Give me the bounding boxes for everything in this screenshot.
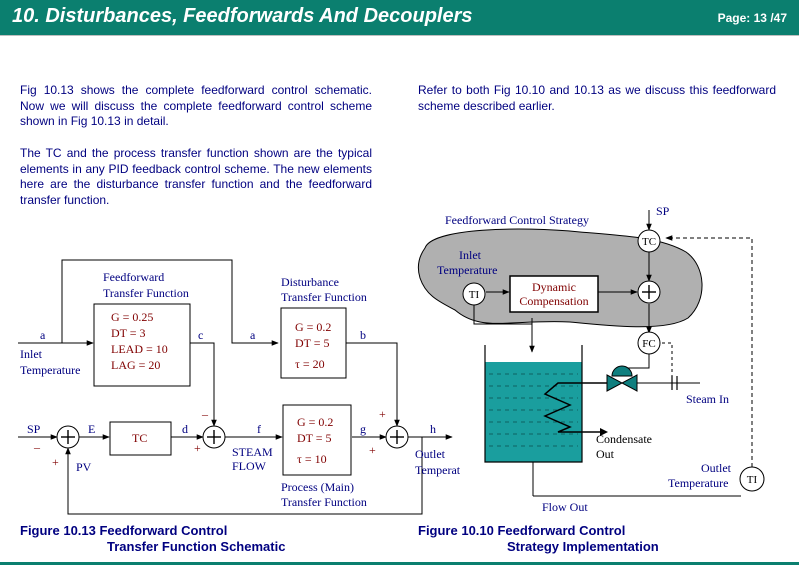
paragraph-2: The TC and the process transfer function… — [20, 146, 372, 207]
outlet-temp-1: Outlet — [701, 461, 732, 475]
sign-sum1-plus: + — [52, 455, 59, 469]
ff-param-2: DT = 3 — [111, 326, 146, 340]
fc-measure-dash — [662, 342, 673, 383]
dist-param-2: DT = 5 — [295, 336, 330, 350]
proc-param-1: G = 0.2 — [297, 415, 333, 429]
pv-label: PV — [76, 460, 92, 474]
tc-instrument-label: TC — [642, 236, 656, 248]
tank-liquid — [485, 362, 582, 462]
ff-param-4: LAG = 20 — [111, 358, 160, 372]
proc-title-2: Transfer Function — [281, 495, 367, 509]
fig-10-13-caption-2: Transfer Function Schematic — [107, 539, 286, 554]
tc-block-label: TC — [132, 431, 147, 445]
wire-inlet-branch — [61, 259, 279, 346]
steam-coil — [543, 382, 608, 433]
signal-d: d — [182, 422, 188, 436]
sp-label: SP — [27, 422, 41, 436]
proc-param-3: τ = 10 — [297, 452, 327, 466]
footer-bar — [0, 562, 799, 565]
paragraph-1: Fig 10.13 shows the complete feedforward… — [20, 83, 372, 128]
signal-h: h — [430, 422, 436, 436]
dist-param-3: τ = 20 — [295, 357, 325, 371]
tc-block — [109, 421, 172, 456]
sign-sum3-plus-bottom: + — [369, 443, 376, 457]
ff-param-1: G = 0.25 — [111, 310, 153, 324]
signal-f: f — [257, 422, 261, 436]
fig-10-10-diagram: Feedforward Control Strategy SP Inlet Te… — [417, 204, 765, 514]
fig-10-13-schematic: Feedforward Transfer Function Disturbanc… — [18, 259, 460, 515]
dist-block — [280, 307, 347, 379]
condensate-2: Out — [596, 447, 615, 461]
dyn-comp-block — [509, 275, 599, 313]
sum-junction-3 — [385, 425, 409, 449]
fc-instrument-label: FC — [642, 338, 655, 350]
signal-a1: a — [40, 328, 46, 342]
paragraph-3: Refer to both Fig 10.10 and 10.13 as we … — [418, 83, 776, 113]
steam-label-1: STEAM — [232, 445, 273, 459]
dist-title-1: Disturbance — [281, 275, 339, 289]
fc-instrument — [637, 331, 661, 355]
sum-junction-2 — [202, 425, 226, 449]
fig-10-10-caption-1: Figure 10.10 Feedforward Control — [418, 523, 626, 538]
header-divider — [0, 35, 799, 36]
fig-10-10-caption-2: Strategy Implementation — [507, 539, 659, 554]
dist-title-2: Transfer Function — [281, 290, 367, 304]
steam-in-label: Steam In — [686, 392, 729, 406]
outlet-temp-2: Temperature — [668, 476, 728, 490]
dyn-comp-2: Compensation — [519, 294, 588, 308]
page-number: Page: 13 /47 — [717, 11, 787, 25]
signal-b: b — [360, 328, 366, 342]
outlet-label-2: Temperature — [415, 463, 460, 477]
dyn-comp-1: Dynamic — [532, 280, 576, 294]
sign-sum3-plus-top: + — [379, 407, 386, 421]
sum-junction-ff — [637, 280, 661, 304]
sign-sum2-plus: + — [194, 441, 201, 455]
outlet-label-1: Outlet — [415, 447, 446, 461]
proc-title-1: Process (Main) — [281, 480, 354, 494]
sp-label-2: SP — [656, 204, 670, 218]
outlet-ti-instrument — [739, 466, 765, 492]
dist-param-1: G = 0.2 — [295, 320, 331, 334]
signal-e: E — [88, 422, 95, 436]
outlet-ti-label: TI — [747, 474, 758, 486]
ff-title-1: Feedforward — [103, 270, 164, 284]
flow-out-label: Flow Out — [542, 500, 588, 514]
wire-dist-sum3 — [345, 342, 400, 427]
strategy-title: Feedforward Control Strategy — [445, 213, 589, 227]
signal-c: c — [198, 328, 203, 342]
proc-block — [282, 404, 352, 476]
signal-a2: a — [250, 328, 256, 342]
inlet-ti-instrument — [462, 282, 486, 306]
condensate-1: Condensate — [596, 432, 652, 446]
ff-block — [93, 303, 191, 387]
page-title: 10. Disturbances, Feedforwards And Decou… — [12, 5, 473, 27]
wire-ff-sum2 — [190, 342, 217, 427]
inlet-label-1: Inlet — [20, 347, 43, 361]
sign-sum2-minus: – — [201, 407, 209, 421]
ff-title-2: Transfer Function — [103, 286, 189, 300]
inlet-temp-1: Inlet — [459, 248, 482, 262]
sum-junction-1 — [56, 425, 80, 449]
condensate-arrow-head — [600, 428, 608, 436]
fig-10-13-caption-1: Figure 10.13 Feedforward Control — [20, 523, 228, 538]
proc-param-2: DT = 5 — [297, 431, 332, 445]
ff-param-3: LEAD = 10 — [111, 342, 168, 356]
sign-sum1-minus: – — [33, 440, 41, 454]
ti-stem — [473, 305, 532, 325]
signal-g: g — [360, 422, 366, 436]
inlet-label-2: Temperature — [20, 363, 80, 377]
control-valve — [606, 365, 638, 392]
inlet-temp-2: Temperature — [437, 263, 497, 277]
liquid-ripples — [489, 373, 578, 447]
tc-instrument — [637, 229, 661, 253]
wire-feedback — [65, 437, 423, 515]
inlet-ti-label: TI — [469, 289, 480, 301]
steam-label-2: FLOW — [232, 459, 267, 473]
header-bar: 10. Disturbances, Feedforwards And Decou… — [0, 0, 799, 35]
